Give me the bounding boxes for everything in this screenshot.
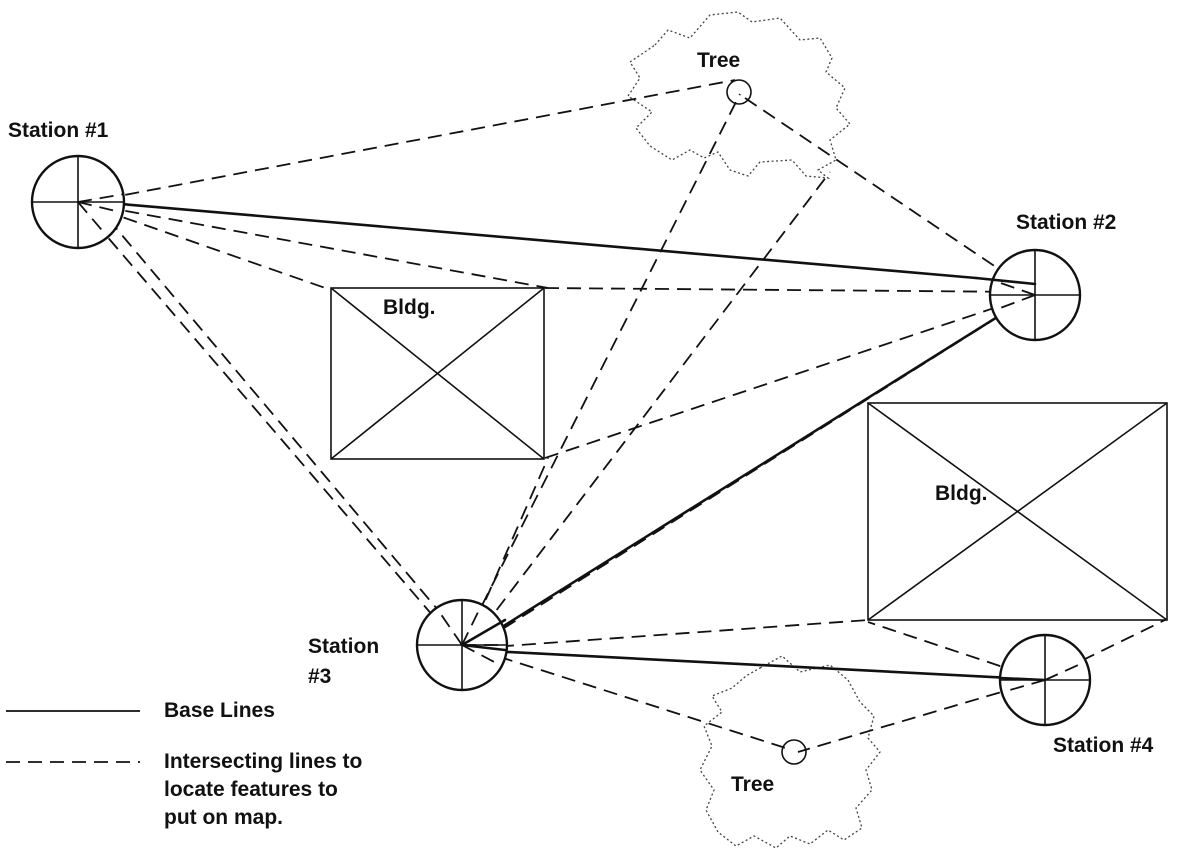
building-left xyxy=(330,287,545,460)
tree-top-trunk xyxy=(726,79,752,105)
station-1-label: Station #1 xyxy=(8,119,109,142)
station-3-label-line1: Station xyxy=(308,635,379,658)
station-3-label-line2: #3 xyxy=(308,665,331,688)
tree-bottom-label: Tree xyxy=(731,773,774,796)
station-converging-lines xyxy=(77,193,1086,693)
building-right-label: Bldg. xyxy=(935,482,988,505)
building-right xyxy=(867,402,1168,621)
legend-intersecting-label-line1: Intersecting lines to xyxy=(164,750,362,773)
building-left-label: Bldg. xyxy=(383,296,436,319)
legend-intersecting-label-line2: locate features to xyxy=(164,778,338,801)
tree-bottom-outline xyxy=(699,655,881,849)
legend-base-lines-label: Base Lines xyxy=(164,699,275,722)
tree-bottom-trunk xyxy=(781,739,807,765)
legend-intersecting-label-line3: put on map. xyxy=(164,806,283,829)
legend: Base Lines Intersecting lines to locate … xyxy=(6,699,362,829)
tree-top-outline xyxy=(627,11,851,179)
station-4-label: Station #4 xyxy=(1053,734,1154,757)
intersecting-lines xyxy=(79,79,1166,753)
base-lines xyxy=(96,200,1052,682)
station-2-label: Station #2 xyxy=(1016,211,1116,234)
tree-top-label: Tree xyxy=(697,49,740,72)
